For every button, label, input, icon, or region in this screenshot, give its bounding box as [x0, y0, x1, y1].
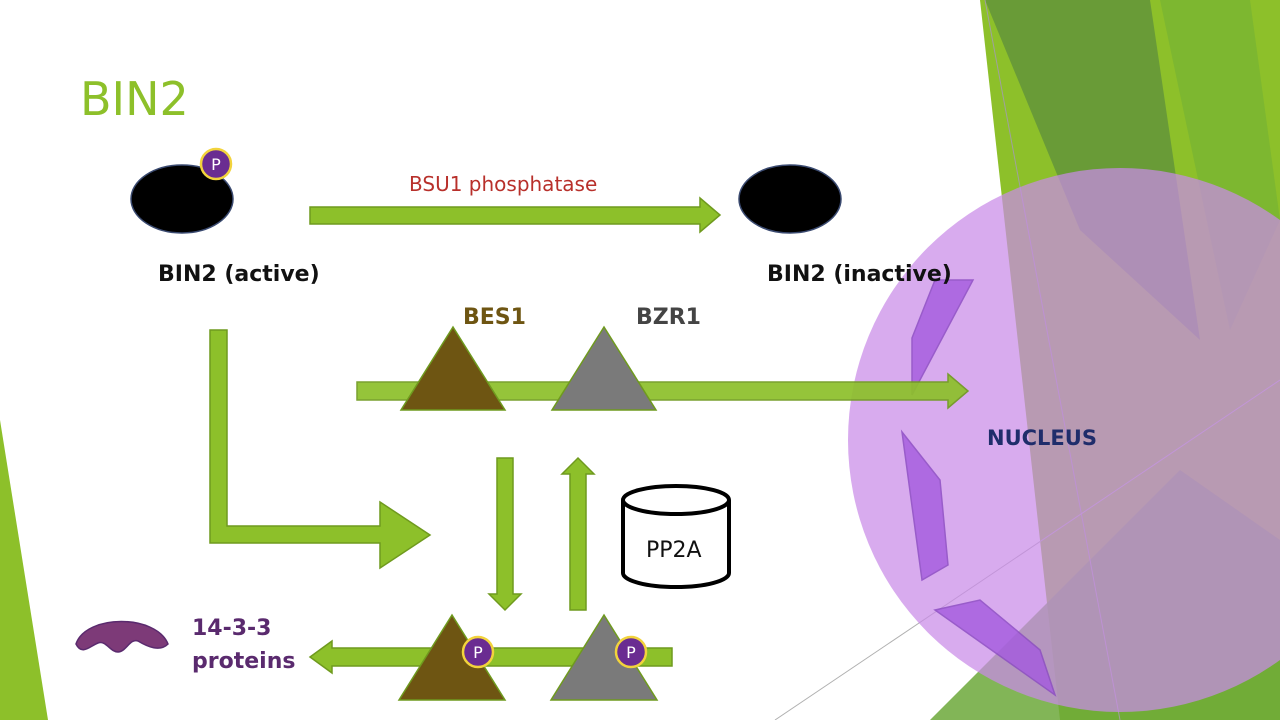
dephosphorylation-up-arrow	[560, 456, 596, 611]
slide-title: BIN2	[80, 72, 189, 126]
bzr1-label: BZR1	[636, 305, 701, 330]
phosphate-badge-bin2: P	[199, 147, 233, 181]
bes1-triangle	[399, 325, 507, 411]
protein-14-3-3-shape	[75, 620, 169, 653]
nucleus-label: NUCLEUS	[987, 426, 1097, 450]
bes1-label: BES1	[463, 305, 526, 330]
bin2-inactive-ellipse	[738, 164, 842, 234]
nucleus-pore-1	[911, 279, 975, 396]
svg-text:P: P	[626, 643, 636, 662]
bin2-inhibition-arrow	[209, 329, 432, 570]
pp2a-label: PP2A	[646, 538, 702, 563]
bzr1-triangle	[550, 325, 658, 411]
bin2-active-label: BIN2 (active)	[158, 262, 320, 287]
svg-text:P: P	[473, 643, 483, 662]
phosphorylation-down-arrow	[487, 457, 523, 612]
bsu1-arrow	[309, 196, 722, 234]
protein-label-line1: 14-3-3	[192, 616, 272, 641]
bsu1-phosphatase-label: BSU1 phosphatase	[409, 172, 598, 196]
bin2-active-ellipse	[130, 164, 234, 234]
nucleus-pore-3	[933, 599, 1057, 697]
protein-14-3-3-label: 14-3-3 proteins	[192, 612, 295, 678]
bin2-inactive-label: BIN2 (inactive)	[767, 262, 952, 287]
phosphate-badge-bes1: P	[461, 635, 495, 669]
pp2a-cylinder	[621, 484, 731, 589]
phosphate-badge-bzr1: P	[614, 635, 648, 669]
decor-left-green-sliver	[0, 420, 48, 720]
protein-label-line2: proteins	[192, 649, 296, 674]
nucleus-pore-2	[900, 429, 949, 582]
svg-text:P: P	[211, 155, 221, 174]
